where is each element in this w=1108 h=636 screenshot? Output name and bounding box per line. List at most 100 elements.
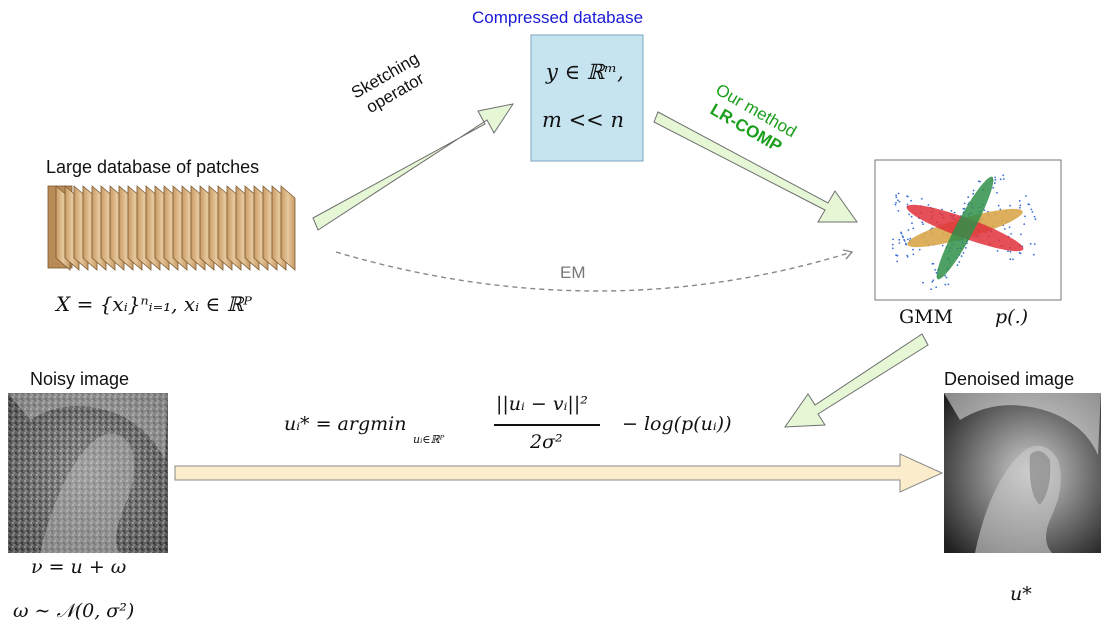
gmm-sample-dot (997, 204, 1000, 207)
gmm-sample-dot (1033, 243, 1036, 246)
denoised-image (944, 393, 1101, 553)
gmm-to-formula-arrow (784, 333, 929, 428)
formula-subscript: uᵢ∈ℝᴾ (413, 433, 445, 446)
gmm-sample-dot (906, 195, 908, 198)
gmm-sample-dot (906, 238, 909, 241)
gmm-sample-dot (922, 281, 924, 284)
gmm-sample-dot (903, 240, 906, 242)
gmm-sample-dot (972, 192, 975, 195)
gmm-sample-dot (1024, 215, 1026, 218)
gmm-label: GMM (899, 306, 954, 328)
noisy-formula: ν = u + ω (31, 556, 127, 578)
formula-numerator: ||uᵢ − vᵢ||² (496, 393, 588, 415)
gmm-sample-dot (962, 252, 965, 254)
gmm-sample-dot (909, 237, 912, 240)
gmm-sample-dot (1020, 233, 1022, 236)
gmm-sample-dot (999, 178, 1002, 181)
gmm-sample-dot (895, 196, 898, 199)
denoised-title: Denoised image (944, 369, 1075, 389)
large-db-formula: X = {xᵢ}ⁿᵢ₌₁, xᵢ ∈ ℝᴾ (56, 292, 252, 316)
gmm-sample-dot (910, 215, 913, 218)
gmm-sample-dot (1009, 204, 1011, 207)
gmm-sample-dot (1018, 199, 1021, 202)
gmm-sample-dot (1012, 258, 1014, 261)
formula-rhs: − log(p(uᵢ)) (622, 413, 732, 435)
gmm-sample-dot (941, 244, 944, 247)
gmm-sample-dot (912, 253, 915, 256)
gmm-sample-dot (994, 178, 997, 181)
gmm-sample-dot (1023, 223, 1026, 226)
gmm-sample-dot (944, 283, 947, 286)
gmm-sample-dot (1027, 203, 1030, 206)
gmm-sample-dot (950, 209, 953, 212)
gmm-sample-dot (1010, 233, 1012, 235)
gmm-sample-dot (898, 200, 901, 203)
compressed-line2: m << n (542, 108, 624, 132)
gmm-sample-dot (1031, 211, 1034, 213)
gmm-sample-dot (996, 250, 999, 252)
em-label: EM (560, 263, 586, 282)
gmm-sample-dot (1030, 208, 1033, 211)
gmm-sample-dot (932, 279, 935, 282)
gmm-sample-dot (1004, 228, 1006, 230)
gmm-sample-dot (977, 180, 980, 183)
gmm-sample-dot (992, 186, 995, 189)
gmm-sample-dot (911, 222, 913, 225)
gmm-sample-dot (907, 229, 910, 231)
gmm-sample-dot (999, 208, 1002, 211)
gmm-sample-dot (895, 254, 897, 257)
gmm-sample-dot (972, 189, 975, 192)
gmm-sample-dot (1018, 206, 1021, 209)
gmm-sample-dot (1029, 242, 1032, 245)
gmm-sample-dot (1009, 250, 1012, 253)
gmm-sample-dot (918, 248, 921, 251)
gmm-sample-dot (996, 191, 998, 194)
gmm-sample-dot (930, 288, 932, 291)
gmm-sample-dot (960, 255, 963, 257)
gmm-sample-dot (944, 275, 947, 277)
gmm-sample-dot (900, 232, 903, 235)
gmm-sample-dot (896, 260, 898, 263)
noise-distribution: ω ∼ 𝒩(0, σ²) (13, 600, 135, 622)
gmm-sample-dot (922, 223, 924, 226)
gmm-sample-dot (894, 203, 897, 206)
gmm-function: p(.) (995, 306, 1029, 328)
gmm-sample-dot (897, 199, 899, 202)
method-arrow (653, 111, 858, 223)
formula-lhs: uᵢ* = argmin (284, 413, 407, 435)
gmm-sample-dot (958, 261, 961, 263)
gmm-sample-dot (897, 192, 900, 195)
sketching-arrow (312, 103, 515, 231)
gmm-sample-dot (897, 210, 900, 212)
gmm-sample-dot (891, 243, 894, 246)
gmm-sample-dot (934, 269, 937, 271)
fraction-bar (494, 424, 600, 426)
gmm-sample-dot (953, 211, 956, 214)
gmm-sample-dot (941, 208, 943, 211)
gmm-sample-dot (945, 276, 948, 279)
gmm-sample-dot (962, 207, 965, 210)
gmm-sample-dot (1034, 218, 1037, 221)
gmm-sample-dot (902, 236, 904, 239)
gmm-sample-dot (983, 209, 986, 212)
gmm-sample-dot (905, 243, 908, 246)
large-db-title: Large database of patches (46, 157, 260, 177)
gmm-sample-dot (895, 194, 897, 197)
patch-stack (47, 185, 296, 271)
gmm-sample-dot (956, 264, 959, 266)
compressed-box (530, 34, 644, 162)
gmm-sample-dot (898, 238, 901, 241)
patch-slice (280, 185, 296, 271)
gmm-sample-dot (931, 280, 934, 283)
gmm-sample-dot (895, 201, 897, 204)
gmm-sample-dot (892, 238, 894, 241)
gmm-sample-dot (912, 227, 915, 230)
denoised-formula: u* (1010, 583, 1032, 605)
gmm-sample-dot (1025, 195, 1027, 197)
gmm-sample-dot (896, 254, 899, 257)
gmm-scatter (891, 174, 1037, 291)
compressed-line1: y ∈ ℝᵐ, (546, 60, 624, 84)
gmm-sample-dot (1007, 250, 1009, 253)
gmm-sample-dot (935, 286, 938, 289)
